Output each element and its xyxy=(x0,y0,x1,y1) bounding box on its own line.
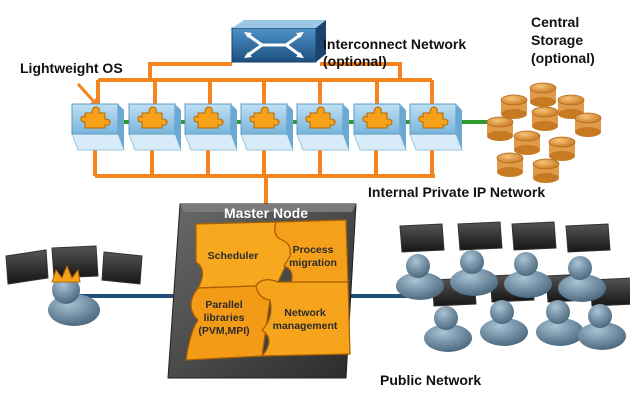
storage-disk-icon xyxy=(574,112,602,137)
client-user-icon xyxy=(504,252,552,298)
storage-disk-icon xyxy=(513,130,541,155)
compute-node-icon xyxy=(71,103,125,151)
client-user-icon xyxy=(450,250,498,296)
monitor-icon xyxy=(5,245,143,285)
puzzle-piece-process xyxy=(274,219,349,287)
master-node-label: Master Node xyxy=(224,205,309,221)
public-network-label: Public Network xyxy=(380,372,482,388)
client-user-icon xyxy=(578,304,626,350)
storage-label-1: Central xyxy=(531,14,580,30)
compute-node-icon xyxy=(240,103,294,151)
puzzle-mini-icon xyxy=(362,106,393,129)
compute-nodes xyxy=(71,103,463,151)
lightweight-os-pointer xyxy=(76,82,98,106)
monitor-icon xyxy=(457,221,503,251)
storage-disk-icon xyxy=(531,106,559,131)
interconnect-links xyxy=(96,62,434,104)
storage-disk-icon xyxy=(529,82,557,107)
puzzle-parallel-label-1: Parallel xyxy=(205,299,242,311)
network-switch-icon xyxy=(231,20,326,63)
client-user-icon xyxy=(558,256,606,302)
lightweight-os-label: Lightweight OS xyxy=(20,60,123,76)
storage-disk-icon xyxy=(548,136,576,161)
interconnect-label-1: Interconnect Network xyxy=(323,36,467,52)
monitor-icon xyxy=(565,223,611,253)
puzzle-parallel-label-3: (PVM,MPI) xyxy=(198,325,249,337)
puzzle-mini-icon xyxy=(418,106,449,129)
compute-node-icon xyxy=(409,103,463,151)
monitor-icon xyxy=(399,223,445,253)
internal-network-links xyxy=(93,148,435,207)
puzzle-mini-icon xyxy=(80,106,111,129)
admin-user-icon xyxy=(48,264,100,326)
client-user-icon xyxy=(424,306,472,352)
puzzle-mini-icon xyxy=(249,106,280,129)
puzzle-mini-icon xyxy=(193,106,224,129)
monitor-icon xyxy=(511,221,557,251)
puzzle-process-label-1: Process xyxy=(293,244,334,256)
puzzle-parallel-label-2: libraries xyxy=(204,312,245,324)
storage-disk-icon xyxy=(500,94,528,119)
central-storage xyxy=(486,82,602,183)
client-user-icon xyxy=(396,254,444,300)
storage-label-2: Storage xyxy=(531,32,584,48)
storage-disk-icon xyxy=(496,152,524,177)
puzzle-scheduler-label: Scheduler xyxy=(208,250,259,262)
master-node-puzzle xyxy=(185,219,351,361)
compute-node-icon xyxy=(296,103,350,151)
admin-workstation xyxy=(5,245,143,326)
internal-network-label: Internal Private IP Network xyxy=(368,184,546,200)
client-workstations xyxy=(396,221,630,352)
storage-disk-icon xyxy=(532,158,560,183)
puzzle-network-label-1: Network xyxy=(284,307,326,319)
client-user-icon xyxy=(480,300,528,346)
puzzle-network-label-2: management xyxy=(273,320,338,332)
puzzle-mini-icon xyxy=(305,106,336,129)
compute-node-icon xyxy=(128,103,182,151)
compute-node-icon xyxy=(353,103,407,151)
client-user-icon xyxy=(536,300,584,346)
storage-label-3: (optional) xyxy=(531,50,595,66)
storage-disk-icon xyxy=(486,116,514,141)
puzzle-piece-network xyxy=(255,279,351,357)
interconnect-label-2: (optional) xyxy=(323,53,387,69)
puzzle-mini-icon xyxy=(137,106,168,129)
compute-node-icon xyxy=(184,103,238,151)
puzzle-process-label-2: migration xyxy=(289,257,337,269)
